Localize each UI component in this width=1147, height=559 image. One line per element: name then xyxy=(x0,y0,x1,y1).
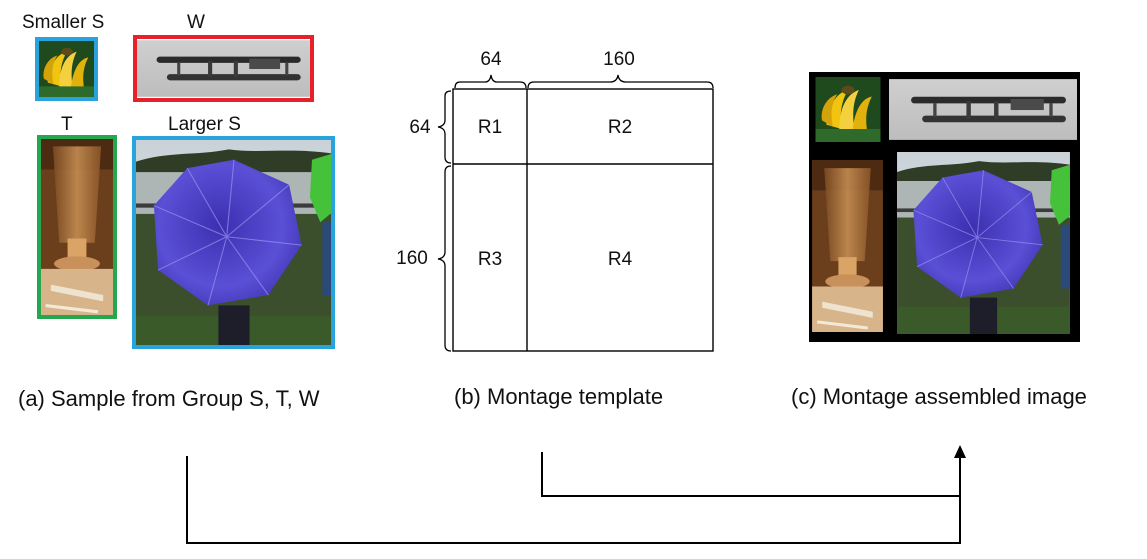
larger-s-image xyxy=(135,139,333,347)
arrow-from-panel-a xyxy=(186,455,961,544)
t-frame xyxy=(37,135,117,319)
region-r2: R2 xyxy=(607,117,633,138)
top-dim-160: 160 xyxy=(603,49,635,70)
smaller-s-frame xyxy=(35,37,98,101)
panel-b-caption: (b) Montage template xyxy=(454,384,664,409)
larger-s-label: Larger S xyxy=(168,114,241,135)
montage-r2-image xyxy=(889,79,1077,140)
smaller-s-label: Smaller S xyxy=(22,12,105,33)
left-dim-64: 64 xyxy=(409,117,431,138)
larger-s-frame xyxy=(132,136,335,349)
panel-c-caption: (c) Montage assembled image xyxy=(791,384,1087,409)
t-image xyxy=(40,138,114,316)
smaller-s-image xyxy=(38,40,96,98)
montage-template-grid xyxy=(452,88,714,352)
montage-r4-image xyxy=(896,152,1071,334)
arrow-head xyxy=(954,445,966,458)
panel-a-images xyxy=(35,35,335,349)
left-dim-160: 160 xyxy=(396,248,428,269)
montage-r1-image xyxy=(815,77,881,142)
region-r4: R4 xyxy=(607,249,633,270)
top-dim-64: 64 xyxy=(480,49,502,70)
assembled-montage xyxy=(809,72,1080,342)
t-label: T xyxy=(61,114,73,135)
region-r1: R1 xyxy=(477,117,503,138)
w-image xyxy=(136,40,311,97)
w-label: W xyxy=(187,12,205,33)
region-r3: R3 xyxy=(477,249,503,270)
montage-r3-image xyxy=(810,160,885,332)
connector-arrows xyxy=(186,452,961,544)
template-dimension-braces xyxy=(437,74,714,352)
arrow-from-panel-b xyxy=(541,452,960,497)
panel-a-caption: (a) Sample from Group S, T, W xyxy=(18,386,320,411)
w-frame xyxy=(133,35,314,102)
